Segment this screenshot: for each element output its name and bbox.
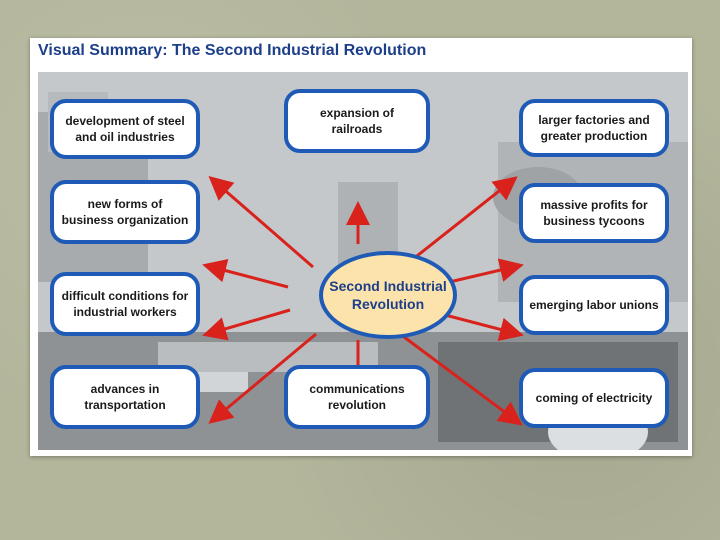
box-conditions: difficult conditions for industrial worke… xyxy=(50,272,200,336)
arrow-to-factories xyxy=(402,176,518,269)
box-profits: massive profits for business tycoons xyxy=(519,183,669,243)
box-transportation-line-1: advances in xyxy=(90,381,160,396)
box-transportation: advances in transportation xyxy=(50,365,200,429)
arrow-to-steel-oil xyxy=(208,176,314,269)
box-business-organization: new forms of business organization xyxy=(50,180,200,244)
center-line-1: Second Industrial xyxy=(329,277,447,294)
box-profits-line-1: massive profits for xyxy=(540,197,648,212)
box-labor-unions: emerging labor unions xyxy=(519,275,669,335)
box-steel-oil: development of steel and oil industries xyxy=(50,99,200,159)
center-line-2: Revolution xyxy=(351,296,425,312)
box-railroads-line-1: expansion of railroads xyxy=(319,105,394,136)
box-electricity: coming of electricity xyxy=(519,368,669,428)
box-factories-line-2: greater production xyxy=(540,129,648,143)
arrow-to-business-org xyxy=(202,258,289,289)
box-railroads: expansion of railroads xyxy=(284,89,430,153)
box-communications: communications revolution xyxy=(284,365,430,429)
box-business-organization-line-2: business organization xyxy=(61,213,189,227)
box-labor-unions-line-1: emerging labor unions xyxy=(529,297,659,312)
summary-frame: Visual Summary: The Second Industrial Re… xyxy=(30,38,692,456)
arrow-to-electricity xyxy=(399,332,523,426)
title-part-1: Visual Summary: xyxy=(38,42,168,59)
page-title: Visual Summary: The Second Industrial Re… xyxy=(38,42,426,60)
box-conditions-line-2: industrial workers xyxy=(73,305,177,319)
title-part-2: The Second Industrial Revolution xyxy=(172,42,427,59)
box-factories-line-1: larger factories and xyxy=(538,112,650,127)
box-steel-oil-line-2: and oil industries xyxy=(75,130,175,144)
arrow-to-conditions xyxy=(202,308,291,341)
box-steel-oil-line-1: development of steel xyxy=(65,113,185,128)
box-business-organization-line-1: new forms of xyxy=(87,196,163,211)
box-communications-line-2: revolution xyxy=(327,398,386,412)
box-conditions-line-1: difficult conditions for xyxy=(61,288,189,303)
arrow-to-transportation xyxy=(208,332,317,424)
box-profits-line-2: business tycoons xyxy=(543,214,645,228)
box-factories: larger factories and greater production xyxy=(519,99,669,157)
box-communications-line-1: communications xyxy=(309,381,405,396)
box-electricity-line-1: coming of electricity xyxy=(535,390,653,405)
box-transportation-line-2: transportation xyxy=(84,398,166,412)
